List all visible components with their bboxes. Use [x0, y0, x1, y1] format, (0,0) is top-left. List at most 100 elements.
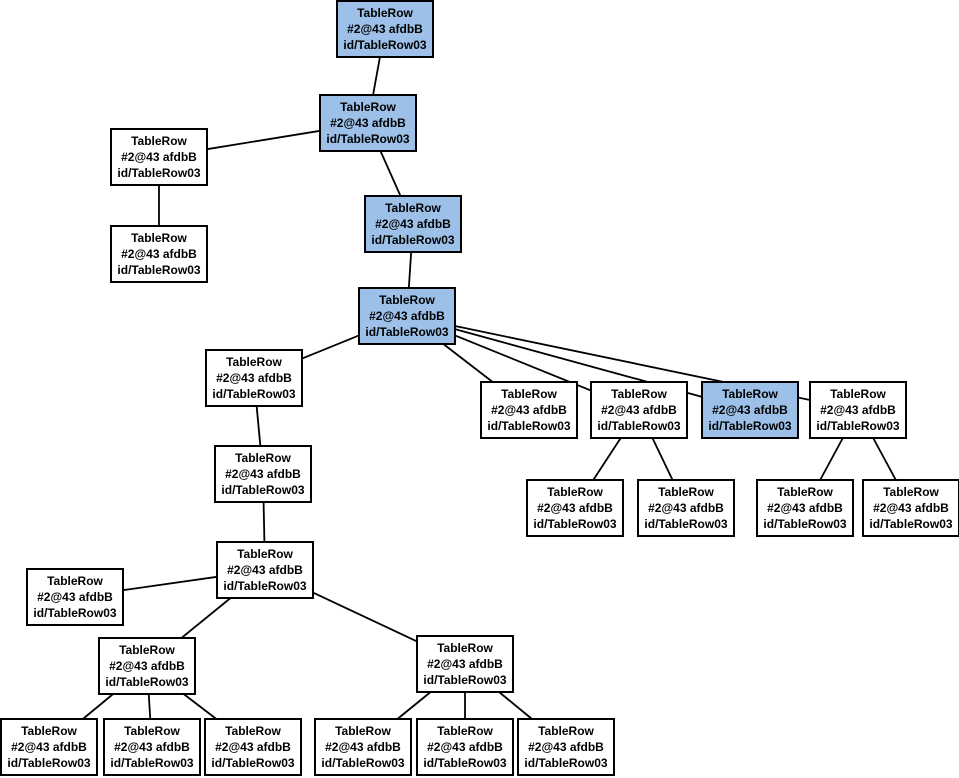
node-id-label: id/TableRow03	[7, 756, 90, 770]
node-id-label: id/TableRow03	[223, 579, 306, 593]
node-hash-label: #2@43 afdbB	[325, 740, 401, 754]
node-class-label: TableRow	[658, 485, 714, 499]
node-box[interactable]	[416, 718, 514, 776]
node-class-label: TableRow	[722, 387, 778, 401]
node-class-label: TableRow	[883, 485, 939, 499]
node-class-label: TableRow	[611, 387, 667, 401]
node-class-label: TableRow	[437, 641, 493, 655]
node-box[interactable]	[314, 718, 412, 776]
node-hash-label: #2@43 afdbB	[820, 403, 896, 417]
node-box[interactable]	[26, 568, 124, 626]
edge-n7-n16	[255, 405, 262, 447]
node-class-label: TableRow	[538, 724, 594, 738]
node-id-label: id/TableRow03	[533, 517, 616, 531]
node-class-label: TableRow	[119, 643, 175, 657]
node-hash-label: #2@43 afdbB	[121, 247, 197, 261]
node-box[interactable]	[526, 479, 624, 537]
edge-n19-n21	[82, 693, 114, 720]
node-box[interactable]	[862, 479, 959, 537]
node-class-label: TableRow	[830, 387, 886, 401]
node-hash-label: #2@43 afdbB	[114, 740, 190, 754]
node-box[interactable]	[637, 479, 735, 537]
node-hash-label: #2@43 afdbB	[216, 371, 292, 385]
node-box-highlighted[interactable]	[701, 381, 799, 439]
node-id-label: id/TableRow03	[321, 756, 404, 770]
edge-n6-n8	[442, 343, 494, 383]
node-box[interactable]	[110, 225, 208, 283]
node-hash-label: #2@43 afdbB	[427, 740, 503, 754]
node-id-label: id/TableRow03	[105, 675, 188, 689]
node-box[interactable]	[103, 718, 201, 776]
node-box-highlighted[interactable]	[358, 287, 456, 345]
node-box[interactable]	[214, 445, 312, 503]
edge-n11-n14	[819, 437, 844, 481]
node-id-label: id/TableRow03	[365, 325, 448, 339]
node-class-label: TableRow	[547, 485, 603, 499]
edge-n19-n22	[147, 693, 152, 720]
node-box-highlighted[interactable]	[319, 94, 417, 152]
edge-n2-n5	[379, 150, 402, 197]
node-hash-label: #2@43 afdbB	[767, 501, 843, 515]
node-hash-label: #2@43 afdbB	[375, 217, 451, 231]
edge-n17-n20	[312, 591, 418, 643]
node-hash-label: #2@43 afdbB	[528, 740, 604, 754]
node-box[interactable]	[216, 541, 314, 599]
node-box[interactable]	[756, 479, 854, 537]
node-box[interactable]	[110, 128, 208, 186]
node-id-label: id/TableRow03	[708, 419, 791, 433]
node-id-label: id/TableRow03	[524, 756, 607, 770]
node-hash-label: #2@43 afdbB	[227, 563, 303, 577]
node-box-highlighted[interactable]	[336, 0, 434, 58]
tree-node[interactable]: TableRow #2@43 afdbB id/TableRow03	[517, 718, 615, 776]
node-id-label: id/TableRow03	[763, 517, 846, 531]
edge-n17-n19	[180, 597, 232, 639]
node-id-label: id/TableRow03	[644, 517, 727, 531]
node-box[interactable]	[0, 718, 98, 776]
node-box[interactable]	[205, 349, 303, 407]
node-box[interactable]	[590, 381, 688, 439]
node-hash-label: #2@43 afdbB	[491, 403, 567, 417]
node-hash-label: #2@43 afdbB	[369, 309, 445, 323]
node-box[interactable]	[480, 381, 578, 439]
node-class-label: TableRow	[437, 724, 493, 738]
node-box[interactable]	[517, 718, 615, 776]
node-box[interactable]	[416, 635, 514, 693]
node-hash-label: #2@43 afdbB	[712, 403, 788, 417]
node-id-label: id/TableRow03	[117, 166, 200, 180]
node-box[interactable]	[204, 718, 302, 776]
node-id-label: id/TableRow03	[869, 517, 952, 531]
tree-node[interactable]: TableRow #2@43 afdbB id/TableRow03	[701, 381, 799, 439]
node-class-label: TableRow	[21, 724, 77, 738]
node-id-label: id/TableRow03	[487, 419, 570, 433]
node-box[interactable]	[809, 381, 907, 439]
node-hash-label: #2@43 afdbB	[347, 22, 423, 36]
node-box[interactable]	[98, 637, 196, 695]
node-box-highlighted[interactable]	[364, 195, 462, 253]
